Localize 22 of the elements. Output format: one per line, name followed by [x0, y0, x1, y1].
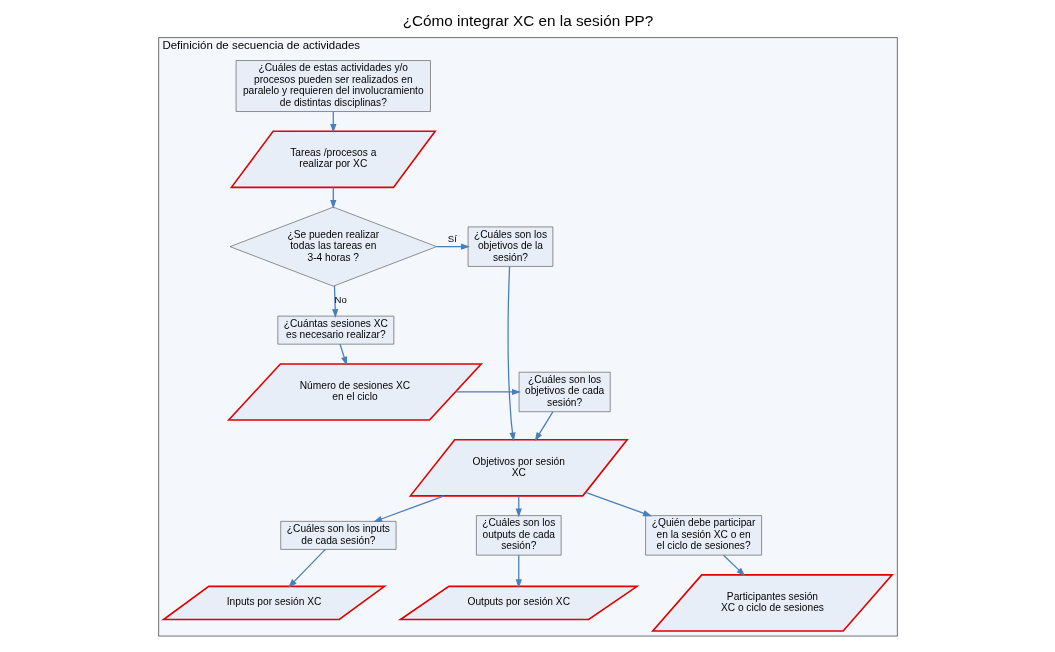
arrow: [331, 285, 338, 318]
arrow: [507, 265, 516, 442]
arrow: [372, 495, 445, 522]
node-box: ¿Cuáles son los objetivos de cada sesión?: [518, 371, 611, 413]
arrow: [338, 343, 347, 366]
arrow: [722, 554, 745, 577]
edge-label: Sí: [447, 232, 457, 244]
node-box: ¿Cuáles son los inputs de cada sesión?: [279, 521, 396, 550]
node-box: ¿Quién debe participar en la sesión XC o en el ciclo de sesiones?: [644, 515, 762, 556]
arrow: [287, 548, 326, 588]
arrow: [584, 491, 652, 517]
node-box: ¿Cuáles de estas actividades y/o procesos pueden ser realizados en paralelo y requieren del involucramiento de distintas disciplinas?: [235, 60, 431, 112]
arrow: [515, 554, 522, 589]
node-box: ¿Cuáles son los objetivos de la sesión?: [467, 226, 553, 267]
arrow: [534, 411, 553, 442]
node-box: ¿Cuántas sesiones XC es necesario realizar?: [277, 315, 394, 345]
node-box: ¿Cuáles son los outputs de cada sesión?: [475, 515, 561, 556]
diagram-title: ¿Cómo integrar XC en la sesión PP?: [402, 11, 653, 29]
arrow: [454, 388, 521, 396]
node-diamond: ¿Se pueden realizar todas las tareas en 3-4 horas ?: [229, 206, 437, 287]
arrow: [435, 243, 470, 250]
edge-label: No: [334, 294, 347, 306]
